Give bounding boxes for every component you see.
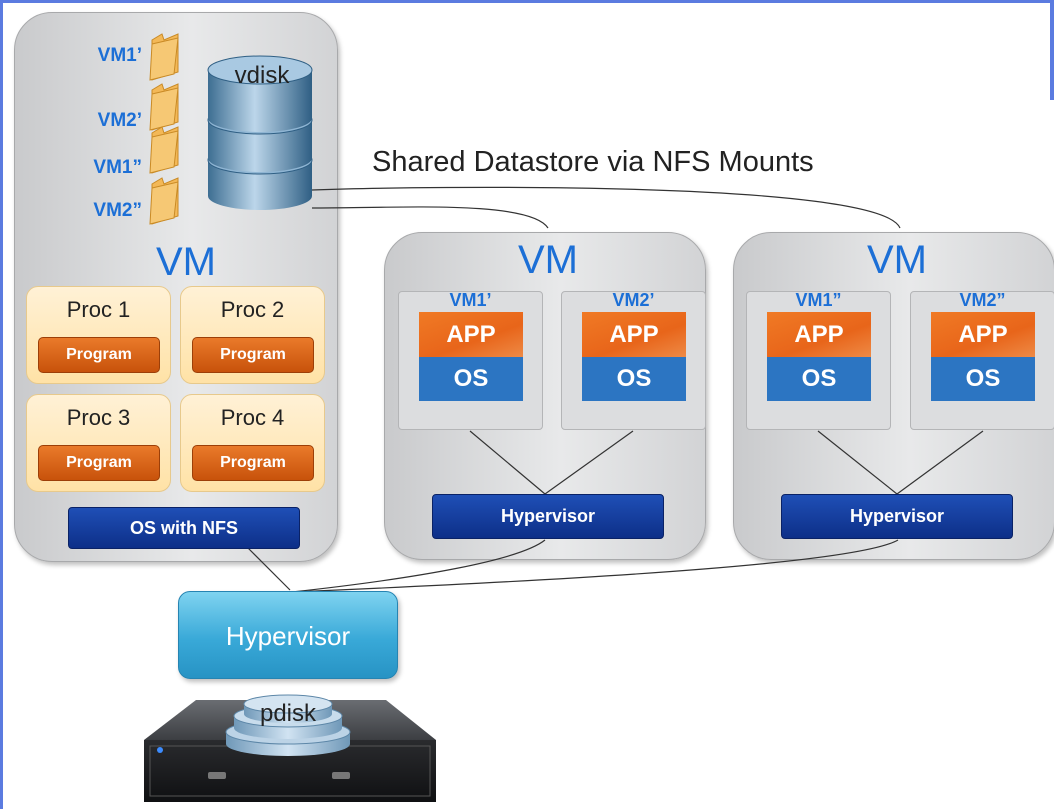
proc-box-3: Proc 3 Program	[26, 394, 171, 492]
main-hypervisor-box: Hypervisor	[178, 591, 398, 679]
proc-box-4: Proc 4 Program	[180, 394, 325, 492]
proc-label: Proc 2	[220, 297, 285, 322]
right-guest-2: VM2” APP OS	[910, 290, 1054, 430]
right-hypervisor-bar: Hypervisor	[781, 494, 1013, 539]
app-block: APP	[419, 312, 523, 357]
pdisk-icon	[225, 694, 351, 756]
guest-label: VM2’	[612, 290, 655, 310]
program-button: Program	[38, 445, 160, 481]
program-button: Program	[192, 445, 314, 481]
proc-label: Proc 3	[66, 405, 131, 430]
folder-icon	[149, 83, 179, 131]
os-block: OS	[419, 357, 523, 401]
middle-vm-title: VM	[518, 238, 578, 282]
right-vm-title: VM	[867, 238, 927, 282]
folder-icon	[149, 177, 179, 225]
middle-guest2-link	[544, 430, 634, 495]
proc-label: Proc 1	[66, 297, 131, 322]
folder-label-vm1p: VM1’	[97, 45, 142, 66]
shared-datastore-label: Shared Datastore via NFS Mounts	[372, 146, 814, 178]
right-guest-1: VM1” APP OS	[746, 290, 891, 430]
left-to-main-hypervisor	[247, 547, 291, 591]
folder-label-vm2pp: VM2”	[93, 200, 142, 221]
guest-label: VM1”	[795, 290, 842, 310]
guest-label: VM1’	[449, 290, 492, 310]
program-button: Program	[38, 337, 160, 373]
os-block: OS	[931, 357, 1035, 401]
middle-hypervisor-bar: Hypervisor	[432, 494, 664, 539]
left-vm-title: VM	[156, 240, 216, 284]
os-block: OS	[767, 357, 871, 401]
folder-label-vm2p: VM2’	[97, 110, 142, 131]
folder-icon	[149, 33, 179, 81]
middle-to-main-hypervisor	[291, 539, 546, 593]
proc-box-2: Proc 2 Program	[180, 286, 325, 384]
nfs-link-right	[311, 186, 901, 229]
right-guest1-link	[817, 430, 898, 495]
app-block: APP	[931, 312, 1035, 357]
middle-guest-1: VM1’ APP OS	[398, 290, 543, 430]
proc-label: Proc 4	[220, 405, 285, 430]
nfs-link-middle	[311, 206, 549, 229]
middle-guest-2: VM2’ APP OS	[561, 290, 706, 430]
vdisk-label: vdisk	[234, 62, 290, 89]
vdisk-icon	[207, 55, 313, 210]
frame-right-edge	[1050, 0, 1054, 100]
right-to-main-hypervisor	[291, 539, 899, 593]
app-block: APP	[767, 312, 871, 357]
app-block: APP	[582, 312, 686, 357]
os-with-nfs-bar: OS with NFS	[68, 507, 300, 549]
middle-guest1-link	[469, 430, 546, 495]
program-button: Program	[192, 337, 314, 373]
os-block: OS	[582, 357, 686, 401]
guest-label: VM2”	[959, 290, 1006, 310]
right-guest2-link	[896, 430, 984, 495]
folder-label-vm1pp: VM1”	[93, 157, 142, 178]
folder-icon	[149, 126, 179, 174]
pdisk-label: pdisk	[259, 700, 317, 727]
proc-box-1: Proc 1 Program	[26, 286, 171, 384]
